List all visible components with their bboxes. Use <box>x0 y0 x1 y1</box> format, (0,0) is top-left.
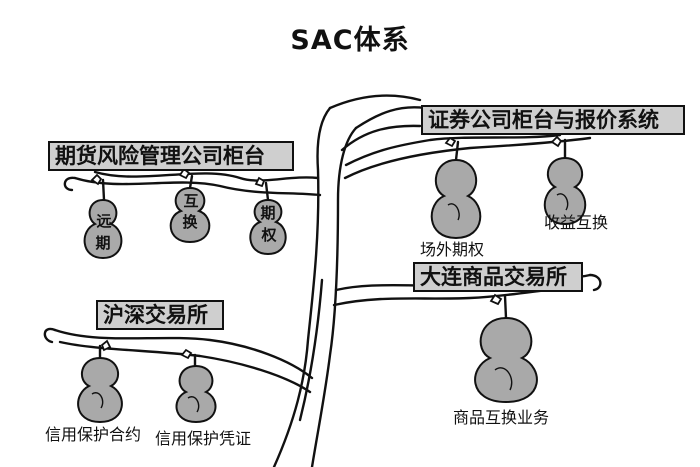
branch-upper-d <box>344 133 562 167</box>
branch-lower-a <box>53 328 314 380</box>
gourd-mark-otc <box>447 203 460 221</box>
leaf-option <box>254 176 266 188</box>
leaf-otc-options <box>444 136 457 148</box>
gourd-credit-certificate <box>175 364 217 424</box>
gourd-char-option-bottom: 权 <box>261 226 277 244</box>
leaf-credit-certificate <box>180 348 193 360</box>
stem-otc-options <box>454 140 460 162</box>
leaf-forward <box>90 173 103 186</box>
label-return-swap: 收益互换 <box>544 213 609 232</box>
stem-option <box>264 181 270 202</box>
gourd-mark-certificate <box>187 396 200 413</box>
branch-right-curl <box>588 273 602 292</box>
gourd-char-forward-top: 远 <box>96 212 112 230</box>
sign-securities-counter: 证券公司柜台与报价系统 <box>421 105 685 135</box>
branch-lower-b <box>58 340 312 394</box>
gourd-char-swap-bottom: 换 <box>182 213 198 231</box>
gourd-mark-return <box>556 193 569 211</box>
branch-upper-a <box>328 94 422 110</box>
gourd-char-swap-top: 互 <box>183 192 199 210</box>
branch-upper-b <box>354 106 427 130</box>
sign-shanghai-shenzhen-exchange: 沪深交易所 <box>96 300 224 330</box>
branch-lower-curl <box>43 327 57 344</box>
sign-futures-risk-management: 期货风险管理公司柜台 <box>48 141 294 171</box>
gourd-credit-contract <box>77 356 123 424</box>
stem-commodity-swap <box>503 294 508 320</box>
label-commodity-swap: 商品互换业务 <box>453 408 550 427</box>
gourd-return-swap <box>543 156 587 226</box>
branch-left-a <box>93 170 320 182</box>
leaf-commodity-swap <box>489 293 503 306</box>
label-credit-protection-certificate: 信用保护凭证 <box>155 429 252 448</box>
branch-left-b <box>73 176 322 197</box>
gourd-forward <box>83 198 123 260</box>
branch-left-curl <box>63 176 77 192</box>
leaf-return-swap <box>550 135 563 148</box>
trunk-left-edge <box>272 106 332 467</box>
gourd-swap <box>169 186 211 244</box>
sign-dalian-exchange: 大连商品交易所 <box>413 262 583 292</box>
gourd-char-forward-bottom: 期 <box>95 234 111 252</box>
gourd-mark-commodity <box>494 367 513 391</box>
gourd-otc-options <box>430 158 482 240</box>
trunk-right-edge <box>310 126 358 467</box>
diagram-title: SAC体系 <box>290 25 410 56</box>
gourd-char-option-top: 期 <box>260 204 276 222</box>
leaf-credit-contract <box>100 339 112 352</box>
stem-forward <box>101 178 106 202</box>
gourd-mark-contract <box>91 392 104 409</box>
branch-upper-c <box>340 124 422 152</box>
gourd-commodity-swap <box>474 316 538 404</box>
label-credit-protection-contract: 信用保护合约 <box>45 425 142 444</box>
trunk-inner-line <box>298 278 324 422</box>
gourd-option <box>249 198 287 256</box>
label-otc-options: 场外期权 <box>420 240 485 259</box>
stem-swap <box>188 174 194 190</box>
